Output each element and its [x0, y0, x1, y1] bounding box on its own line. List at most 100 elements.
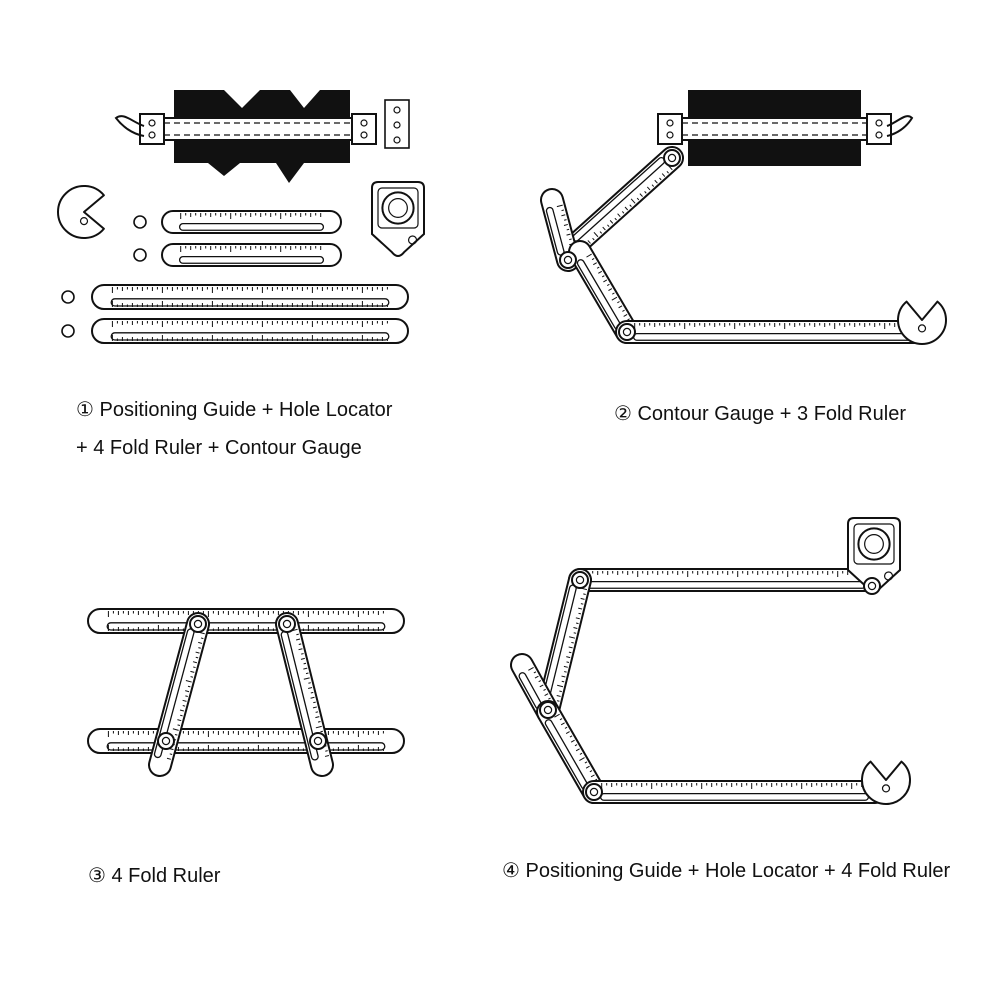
p2-pivot-mid-inner [563, 255, 573, 265]
p4-ruler-short-tick [548, 697, 551, 700]
p3-ruler-right-tick [310, 691, 314, 694]
p4-ruler-left-upper-tick [563, 665, 568, 668]
p2-ruler-short-tick [563, 223, 568, 226]
p1-positioning-guide [139, 90, 377, 183]
p4-pivot-mid-inner [543, 705, 553, 715]
p1-ruler-long-2 [91, 318, 409, 344]
p2-ruler-upper-tick [607, 224, 610, 228]
p2-ruler-diagonal-tick [596, 266, 600, 269]
p3-ruler-left-tick [180, 714, 183, 717]
p2-positioning-guide [657, 90, 892, 166]
p2-positioning-guide-bar [661, 117, 888, 141]
p3-ruler-right-tick [308, 682, 311, 684]
p4-ruler-short-tick [544, 693, 549, 697]
p2-ruler-diagonal-tick [611, 296, 618, 301]
p4-pivot-bottom [585, 783, 603, 801]
p4-ruler-left-upper-tick [573, 627, 578, 629]
p4-contour-gauge-hole [881, 784, 891, 793]
p2-pivot-mid [559, 251, 577, 269]
p1-ruler-short-2-ticks [180, 246, 322, 252]
p2-ruler-diagonal-tick [603, 279, 608, 283]
p4-ruler-left-upper-tick [568, 651, 572, 654]
p2-ruler-diagonal-tick [623, 314, 628, 317]
caption-panel-4: ④ Positioning Guide + Hole Locator + 4 F… [502, 860, 951, 882]
p4-pivot-mid [539, 701, 557, 719]
p3-ruler-right-tick [301, 653, 304, 655]
p1-hole-locator-tab-hole [407, 235, 418, 245]
p1-positioning-guide-clamp-screw [360, 119, 368, 127]
p1-ruler-long-1 [91, 284, 409, 310]
p4-ruler-left-lower-tick [584, 761, 588, 764]
p4-pivot-locator-inner [867, 581, 877, 591]
p2-positioning-guide-clamp-screw [666, 131, 674, 139]
p1-contour-gauge-body [57, 185, 105, 239]
p2-ruler-diagonal-tick [601, 275, 605, 278]
p3-pivot-top-right [278, 615, 296, 633]
p2-ruler-short-tick [564, 219, 567, 221]
p1-positioning-guide-clamp-screw [148, 119, 156, 127]
p4-ruler-left-upper-tick [566, 661, 570, 663]
parts-layer [57, 90, 947, 805]
p2-ruler-upper-tick [624, 206, 629, 211]
p4-ruler-short-tick [543, 688, 546, 691]
p3-ruler-right-tick [324, 754, 330, 757]
p3-ruler-left-tick [187, 685, 191, 688]
p3-ruler-left-tick [172, 728, 179, 731]
p3-ruler-right-tick [313, 701, 316, 704]
p3-ruler-right-tick [303, 667, 308, 670]
p2-ruler-upper-tick [593, 231, 599, 238]
p4-ruler-left-lower-tick [579, 757, 585, 761]
p3-ruler-left-tick [190, 670, 195, 673]
p4-contour-gauge [861, 760, 911, 805]
p2-ruler-short-tick [561, 209, 565, 212]
p4-hole-locator-tab-hole [883, 571, 894, 581]
p2-thumb-screw [886, 115, 914, 137]
p1-positioning-guide-clamp-screw [360, 131, 368, 139]
p3-pivot-bottom-right [309, 732, 327, 750]
p4-ruler-short-tick [533, 671, 537, 674]
p2-ruler-upper-tick [602, 226, 606, 231]
p1-washer [61, 324, 75, 338]
p1-bracket-hole [393, 106, 401, 114]
p1-ruler-long-1-body [91, 284, 409, 310]
p2-pivot-top [663, 149, 681, 167]
p3-ruler-left-tick [179, 709, 184, 712]
p4-ruler-left-upper-tick [575, 622, 579, 625]
p3-pivot-top-left-inner [193, 619, 203, 629]
p4-ruler-short-tick [539, 684, 544, 688]
p1-positioning-guide-bar [143, 117, 373, 141]
p3-ruler-left-tick [174, 734, 178, 736]
p2-ruler-short-tick [566, 228, 570, 231]
p3-pivot-bottom-left [157, 732, 175, 750]
p2-ruler-upper-tick [659, 177, 662, 181]
p4-ruler-left-upper-tick [580, 603, 584, 605]
p3-ruler-right-tick [312, 706, 317, 709]
p2-ruler-upper-tick [661, 173, 666, 177]
caption-panel-1-line-2: + 4 Fold Ruler + Contour Gauge [76, 437, 362, 459]
p4-ruler-left-upper-tick [564, 671, 567, 673]
p3-ruler-left-tick [198, 641, 203, 644]
p2-contour-gauge [897, 300, 947, 345]
p4-ruler-left-lower-tick [579, 752, 583, 755]
p2-positioning-guide-clamp-screw [875, 119, 883, 127]
p3-ruler-bottom-slot [106, 742, 386, 751]
p1-washer [61, 290, 75, 304]
p4-ruler-bottom-ticks [601, 783, 868, 789]
p1-ruler-long-2-slot [110, 332, 390, 341]
p4-ruler-left-upper-tick [556, 700, 560, 702]
p1-positioning-guide-clamp-screw [148, 131, 156, 139]
p3-ruler-left-tick [195, 651, 200, 654]
p2-ruler-bottom-ticks [634, 323, 916, 329]
p1-bracket [384, 99, 410, 149]
p2-ruler-upper-tick [629, 204, 632, 207]
p2-ruler-diagonal-tick [617, 301, 620, 304]
p2-contour-gauge-hole [917, 324, 927, 333]
p3-ruler-left-tick [193, 666, 196, 669]
p1-bracket-hole [393, 136, 401, 144]
p3-ruler-left-tick [192, 661, 198, 664]
p2-pivot-bottom [618, 323, 636, 341]
p2-ruler-short-tick [569, 238, 572, 241]
p4-contour-gauge-body [861, 760, 911, 805]
p1-ruler-short-2-body [161, 243, 342, 267]
